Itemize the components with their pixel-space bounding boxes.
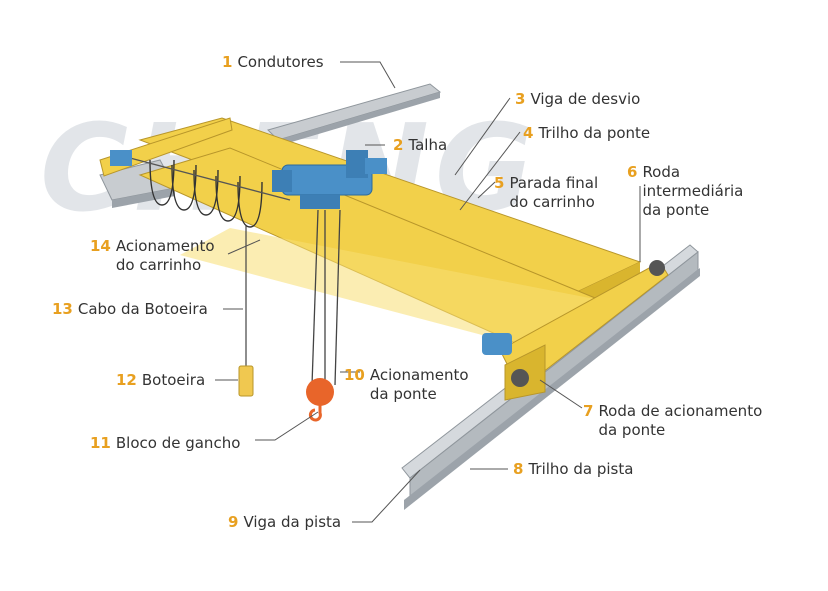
callout-9-text: Viga da pista [243, 513, 342, 531]
festoon-cables [129, 157, 291, 228]
callout-14-text: Acionamento do carrinho [115, 237, 215, 274]
bridge-idler-wheel [649, 260, 665, 276]
callout-2: 2 Talha [393, 136, 447, 155]
callout-7-text: Roda de acionamento da ponte [598, 402, 763, 439]
callout-10-number: 10 [344, 366, 365, 384]
callout-1-number: 1 [222, 53, 233, 71]
hook-block [306, 378, 334, 422]
callout-5-number: 5 [494, 174, 505, 192]
callout-3-number: 3 [515, 90, 526, 108]
callout-4-text: Trilho da ponte [538, 124, 651, 142]
hoist-ropes [311, 209, 341, 386]
callout-8-text: Trilho da pista [528, 460, 634, 478]
hoist-trolley [272, 150, 387, 209]
callout-3: 3 Viga de desvio [515, 90, 640, 109]
bridge-drive-motor [482, 333, 512, 355]
pendant-control [238, 365, 254, 397]
callout-11-text: Bloco de gancho [115, 434, 241, 452]
callout-6-text: Roda intermediária da ponte [642, 163, 744, 219]
callout-7-number: 7 [583, 402, 594, 420]
callout-7: 7 Roda de acionamento da ponte [583, 402, 762, 440]
callout-11: 11 Bloco de gancho [90, 434, 240, 453]
callout-6-number: 6 [627, 163, 638, 181]
callout-14-number: 14 [90, 237, 111, 255]
callout-8-number: 8 [513, 460, 524, 478]
callout-8: 8 Trilho da pista [513, 460, 633, 479]
callout-13-number: 13 [52, 300, 73, 318]
callout-4-number: 4 [523, 124, 534, 142]
bridge-drive-wheel [511, 369, 529, 387]
callout-9-number: 9 [228, 513, 239, 531]
callout-5-text: Parada final do carrinho [509, 174, 599, 211]
callout-12-text: Botoeira [141, 371, 206, 389]
bridge-girders [99, 117, 669, 401]
callout-6: 6 Roda intermediária da ponte [627, 163, 743, 220]
callout-10-text: Acionamento da ponte [369, 366, 469, 403]
callout-3-text: Viga de desvio [530, 90, 641, 108]
callout-5: 5 Parada final do carrinho [494, 174, 598, 212]
callout-14: 14 Acionamento do carrinho [90, 237, 215, 275]
callout-2-number: 2 [393, 136, 404, 154]
leader-lines [215, 61, 641, 523]
callout-1: 1 Condutores [222, 53, 324, 72]
callout-13: 13 Cabo da Botoeira [52, 300, 208, 319]
trolley-motor [110, 150, 132, 166]
callout-12: 12 Botoeira [116, 371, 205, 390]
callout-10: 10 Acionamento da ponte [344, 366, 469, 404]
callout-12-number: 12 [116, 371, 137, 389]
callout-13-text: Cabo da Botoeira [77, 300, 208, 318]
callout-1-text: Condutores [237, 53, 324, 71]
callout-2-text: Talha [408, 136, 448, 154]
callout-11-number: 11 [90, 434, 111, 452]
callout-4: 4 Trilho da ponte [523, 124, 650, 143]
callout-9: 9 Viga da pista [228, 513, 341, 532]
